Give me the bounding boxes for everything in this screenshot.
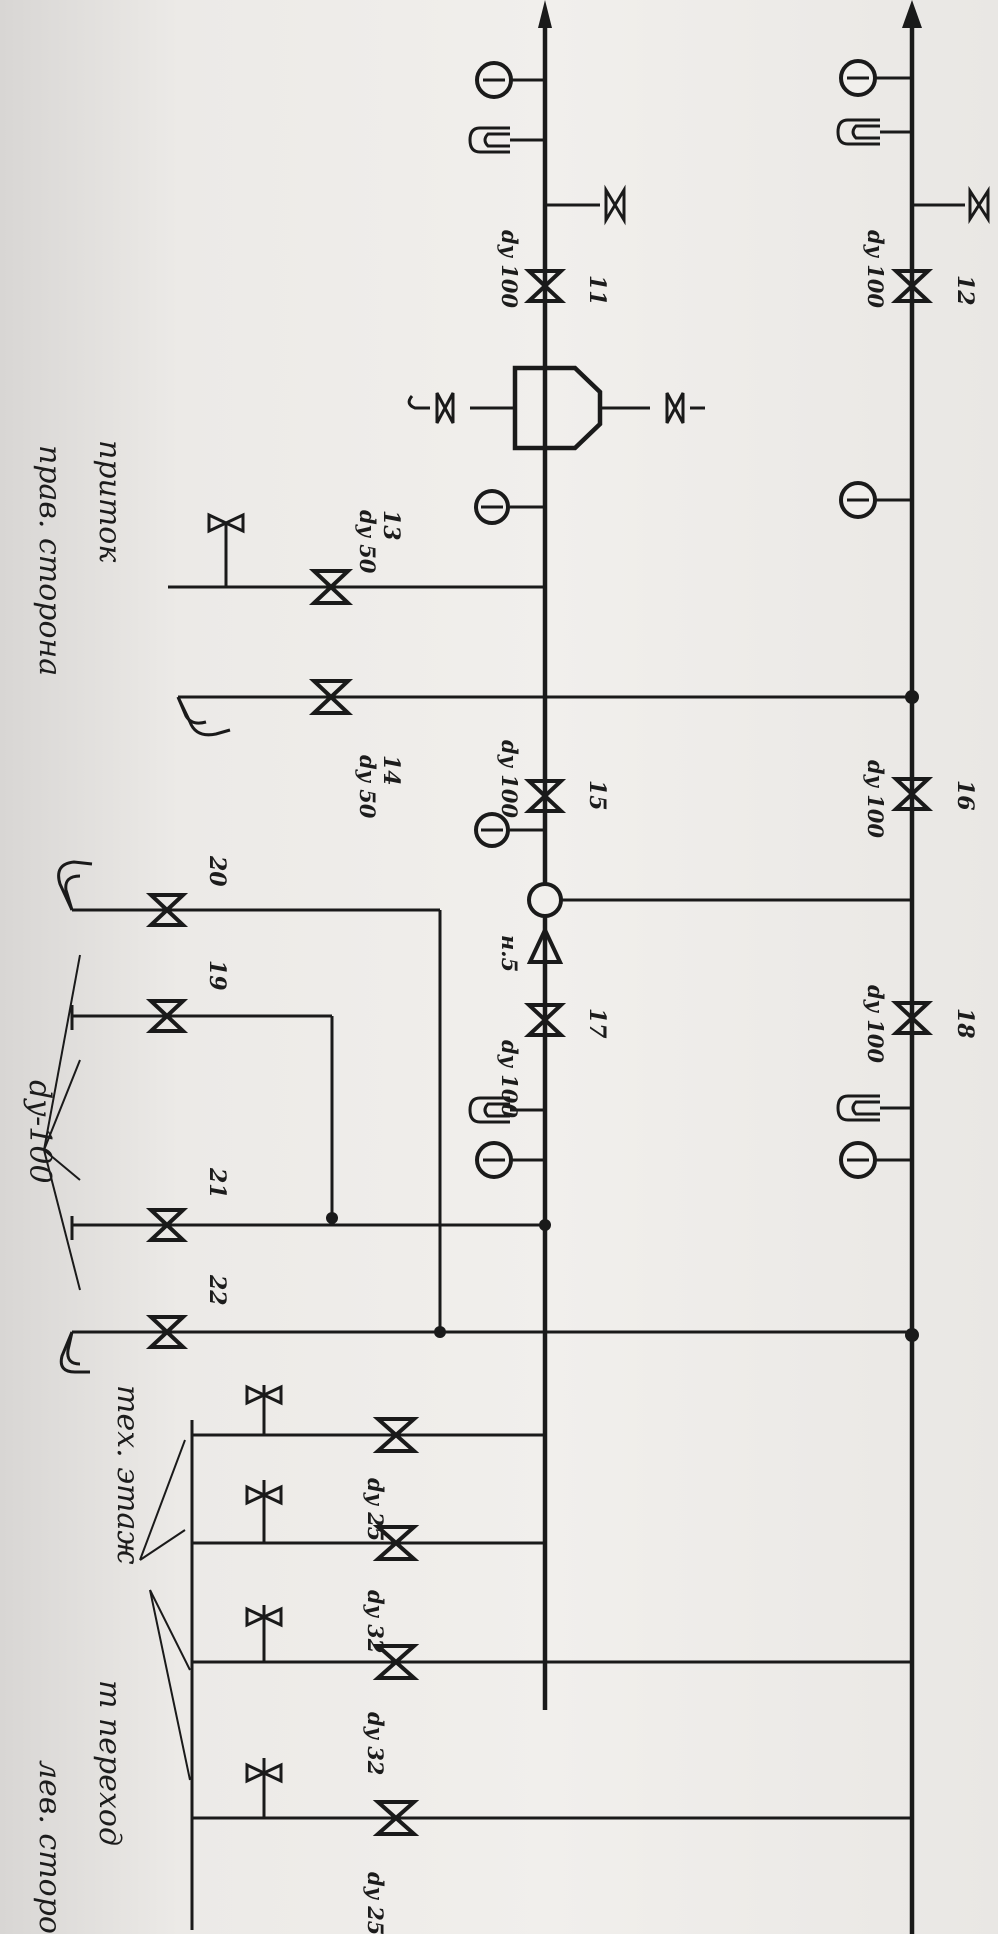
label-transition: т переход xyxy=(92,1680,127,1846)
label-dn100-12: dy 100 xyxy=(863,230,888,308)
label-dn25-a: dy 25 xyxy=(363,1872,388,1934)
label-dn32-a: dy 32 xyxy=(363,1712,388,1775)
label-dn100-15: dy 100 xyxy=(497,740,522,818)
valve-18 xyxy=(890,1001,934,1035)
valve-number-15: 15 xyxy=(584,780,610,811)
valve-group-dy100 xyxy=(145,893,189,1349)
label-right-side: прав. сторона xyxy=(32,445,67,676)
drain-valves xyxy=(245,1384,283,1818)
label-dn100-18: dy 100 xyxy=(863,985,888,1063)
label-dn25-b: dy 25 xyxy=(363,1478,388,1541)
label-dn100-11: dy 100 xyxy=(497,230,522,308)
return-main-arrow xyxy=(902,0,922,28)
valve-number-13: 13 xyxy=(378,510,404,541)
thermometer-12 xyxy=(836,118,880,146)
thermometer-17 xyxy=(468,1096,510,1124)
mud-separator xyxy=(512,365,603,451)
supply-main-arrow xyxy=(538,0,552,28)
label-dn100-17: dy 100 xyxy=(497,1040,522,1118)
vent-hook-20 xyxy=(57,860,93,911)
valve-number-22: 22 xyxy=(204,1274,230,1306)
valve-number-16: 16 xyxy=(952,780,978,811)
valve-16 xyxy=(890,777,934,811)
label-inflow: приток xyxy=(92,440,127,562)
valve-17 xyxy=(523,1003,567,1037)
valve-11 xyxy=(523,269,567,303)
riser-valves xyxy=(372,1417,420,1836)
valve-13 xyxy=(308,569,354,605)
label-tech-floor: тех. этаж xyxy=(110,1385,145,1564)
vent-hook-22 xyxy=(59,1331,90,1374)
label-dn50-13: dy 50 xyxy=(355,510,380,574)
valve-14 xyxy=(308,679,354,715)
valve-number-21: 21 xyxy=(204,1167,230,1199)
label-dn32-b: dy 32 xyxy=(363,1590,388,1653)
valve-12 xyxy=(890,269,934,303)
valve-number-12: 12 xyxy=(952,275,978,306)
label-pump-n5: н.5 xyxy=(497,935,522,972)
valve-number-18: 18 xyxy=(952,1008,978,1039)
thermometer-18 xyxy=(836,1094,880,1122)
valve-15 xyxy=(523,779,567,813)
label-left-side: лев. сторона xyxy=(32,1760,67,1934)
valve-number-20: 20 xyxy=(204,855,230,887)
thermometer-11 xyxy=(468,126,510,154)
valve-number-19: 19 xyxy=(204,960,230,991)
valve-number-14: 14 xyxy=(378,755,404,786)
label-dn100-16: dy 100 xyxy=(863,760,888,838)
label-dn50-14: dy 50 xyxy=(355,755,380,819)
label-dn100-group: dy-100 xyxy=(22,1080,57,1184)
valve-number-17: 17 xyxy=(584,1008,610,1039)
valve-number-11: 11 xyxy=(584,275,610,306)
